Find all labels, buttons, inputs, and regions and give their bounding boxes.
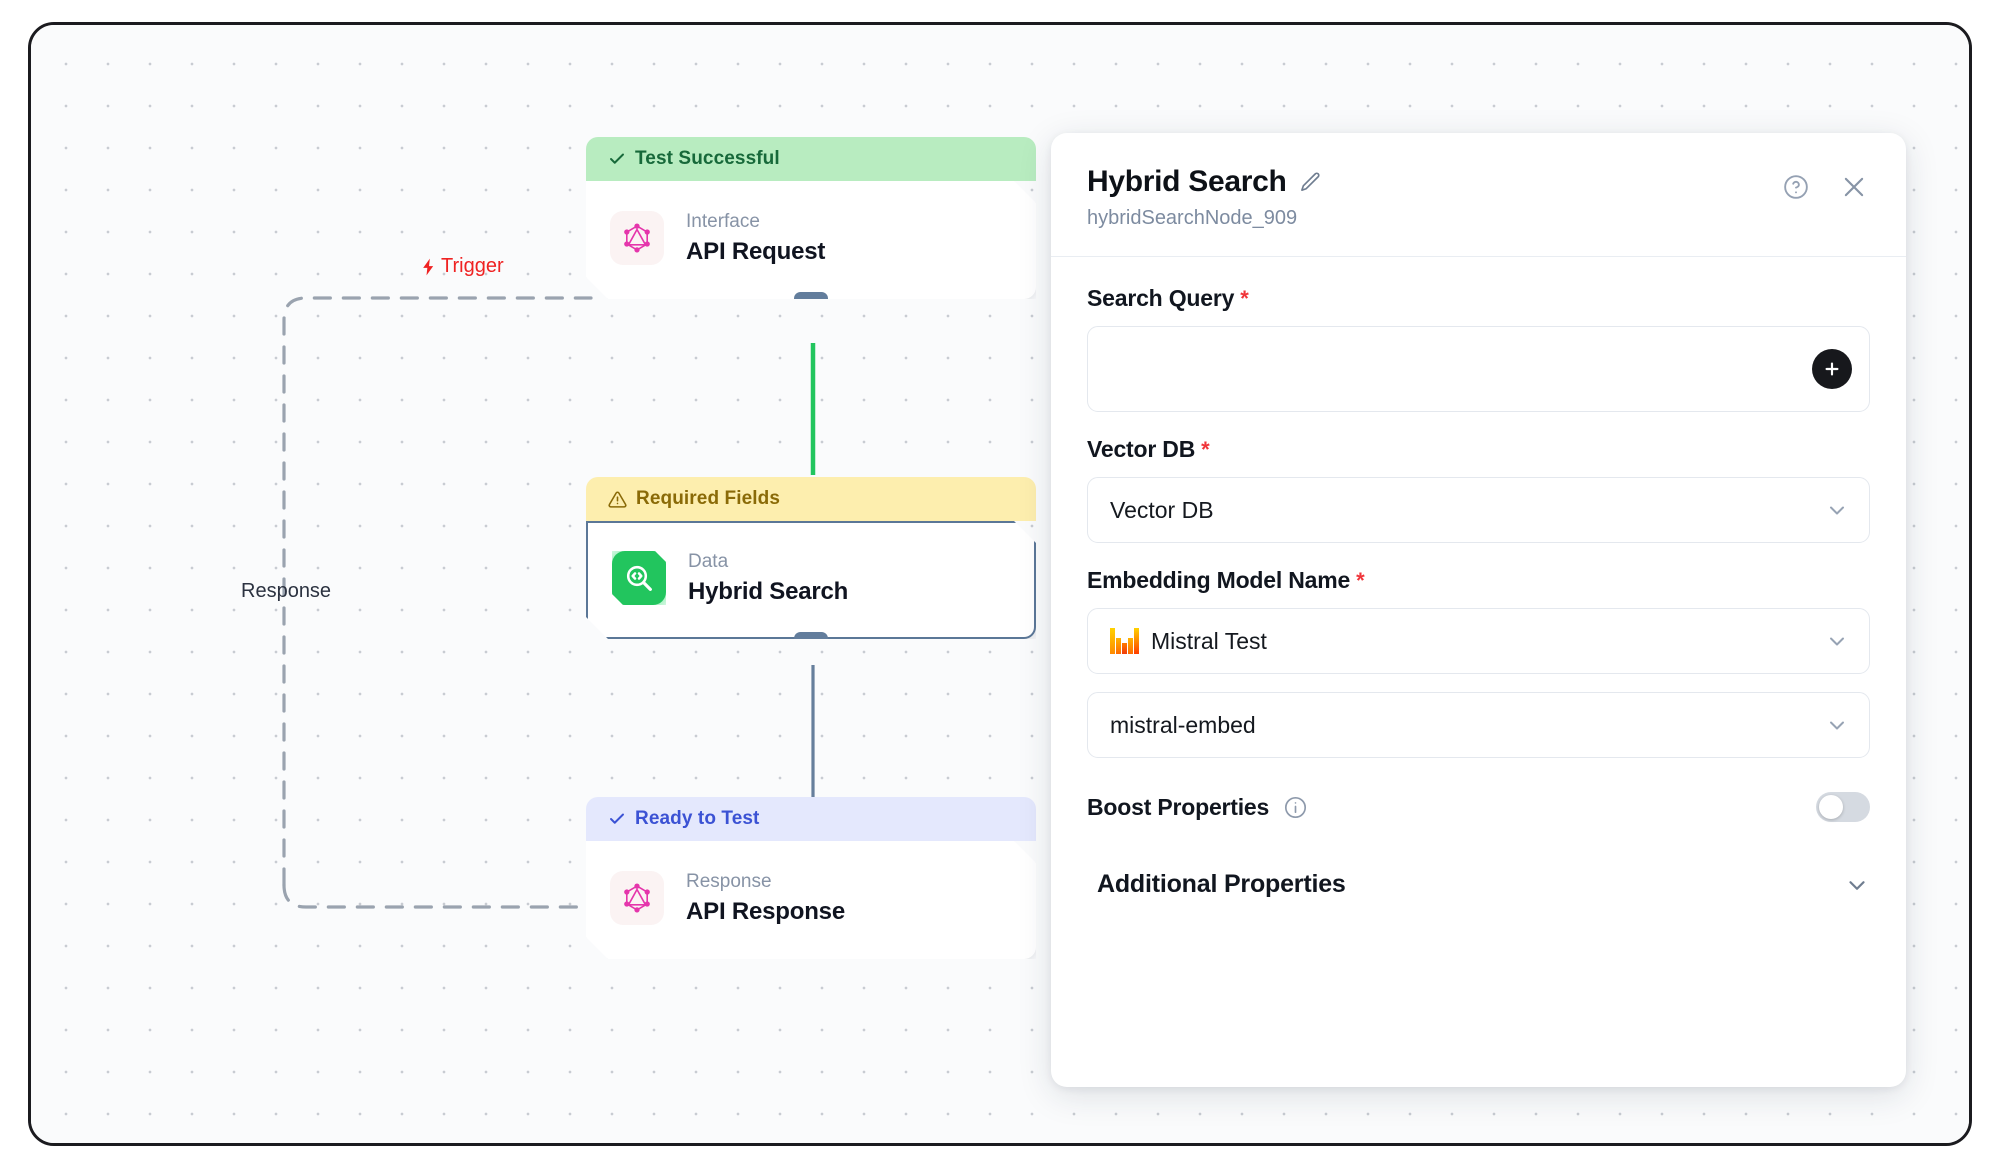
field-label-text: Vector DB: [1087, 436, 1196, 462]
required-indicator: *: [1201, 437, 1210, 462]
edge-label-response: Response: [241, 580, 331, 603]
embedding-provider-select[interactable]: Mistral Test: [1087, 608, 1870, 674]
field-embedding-model: Embedding Model Name * Mistral Test mi: [1087, 567, 1870, 758]
node-handle-bottom[interactable]: [794, 292, 828, 305]
workflow-node-hybrid-search[interactable]: Required Fields Data Hybrid Search: [586, 477, 1036, 639]
search-query-input[interactable]: [1088, 327, 1799, 411]
field-label-text: Boost Properties: [1087, 793, 1270, 820]
field-search-query: Search Query *: [1087, 285, 1870, 412]
workflow-node-api-response[interactable]: Ready to Test Response: [586, 797, 1036, 959]
toggle-knob: [1819, 795, 1843, 819]
panel-title: Hybrid Search: [1087, 165, 1287, 198]
node-title-label: API Request: [686, 237, 826, 265]
node-body-api-response[interactable]: Response API Response: [586, 841, 1036, 959]
workflow-canvas[interactable]: Trigger Response Test Successful: [31, 25, 1969, 1143]
chevron-down-icon: [1844, 872, 1870, 898]
graphql-icon: [610, 211, 664, 265]
node-handle-bottom[interactable]: [794, 632, 828, 645]
panel-title-row: Hybrid Search: [1087, 165, 1870, 199]
vector-db-select[interactable]: Vector DB: [1087, 477, 1870, 543]
node-kind-label: Interface: [686, 210, 760, 232]
node-status-label: Required Fields: [636, 488, 781, 509]
panel-subtitle: hybridSearchNode_909: [1087, 207, 1298, 229]
edge-label-trigger-text: Trigger: [441, 255, 504, 277]
node-title-label: Hybrid Search: [688, 577, 849, 605]
close-icon[interactable]: [1838, 171, 1870, 203]
vector-db-selected-value: Vector DB: [1110, 496, 1214, 523]
node-text: Response API Response: [686, 871, 845, 926]
field-label-text: Search Query: [1087, 285, 1235, 311]
edge-label-response-text: Response: [241, 580, 332, 602]
node-status-required-fields: Required Fields: [586, 477, 1036, 521]
node-kind-label: Response: [686, 870, 772, 892]
embedding-model-select[interactable]: mistral-embed: [1087, 692, 1870, 758]
node-text: Interface API Request: [686, 211, 825, 266]
field-label-search-query: Search Query *: [1087, 285, 1870, 312]
mistral-logo-icon: [1110, 628, 1139, 654]
workflow-node-api-request[interactable]: Test Successful Interfa: [586, 137, 1036, 299]
additional-properties-accordion[interactable]: Additional Properties: [1087, 852, 1870, 899]
field-label-embedding-model: Embedding Model Name *: [1087, 567, 1870, 594]
chevron-down-icon: [1825, 713, 1849, 737]
hybrid-search-icon: [612, 551, 666, 605]
pencil-icon[interactable]: [1299, 171, 1322, 194]
node-body-api-request[interactable]: Interface API Request: [586, 181, 1036, 299]
field-label-vector-db: Vector DB *: [1087, 436, 1870, 463]
node-body-hybrid-search[interactable]: Data Hybrid Search: [586, 521, 1036, 639]
node-title-label: API Response: [686, 897, 845, 925]
node-kind-label: Data: [688, 550, 729, 572]
panel-divider: [1051, 256, 1906, 257]
node-status-label: Test Successful: [635, 148, 780, 169]
field-label-text: Embedding Model Name: [1087, 567, 1351, 593]
graphql-icon: [610, 871, 664, 925]
chevron-down-icon: [1825, 629, 1849, 653]
info-circle-icon[interactable]: [1283, 795, 1308, 820]
add-search-query-button[interactable]: [1812, 349, 1852, 389]
field-boost-properties: Boost Properties: [1087, 792, 1870, 822]
panel-header: Hybrid Search hybridSearchNode_909: [1051, 165, 1906, 257]
boost-properties-toggle[interactable]: [1816, 792, 1870, 822]
node-status-test-successful: Test Successful: [586, 137, 1036, 181]
embedding-provider-value: Mistral Test: [1151, 627, 1267, 654]
node-settings-panel: Hybrid Search hybridSearchNode_909: [1051, 133, 1906, 1087]
check-icon: [608, 150, 626, 168]
node-text: Data Hybrid Search: [688, 551, 848, 606]
help-circle-icon[interactable]: [1780, 171, 1812, 203]
node-status-ready-to-test: Ready to Test: [586, 797, 1036, 841]
required-indicator: *: [1356, 568, 1365, 593]
plus-icon: [1822, 359, 1842, 379]
app-frame: Trigger Response Test Successful: [28, 22, 1972, 1146]
additional-properties-label: Additional Properties: [1097, 870, 1346, 898]
edge-label-trigger: Trigger: [419, 255, 504, 278]
check-icon: [608, 810, 626, 828]
chevron-down-icon: [1825, 498, 1849, 522]
panel-actions: [1780, 171, 1870, 203]
lightning-bolt-icon: [419, 256, 439, 278]
boost-properties-label: Boost Properties: [1087, 794, 1308, 821]
warning-triangle-icon: [608, 490, 627, 509]
panel-body: Search Query *: [1087, 257, 1870, 899]
embedding-model-value: mistral-embed: [1110, 711, 1256, 738]
node-status-label: Ready to Test: [635, 808, 760, 829]
field-vector-db: Vector DB * Vector DB: [1087, 436, 1870, 543]
required-indicator: *: [1240, 286, 1249, 311]
search-query-input-wrapper[interactable]: [1087, 326, 1870, 412]
